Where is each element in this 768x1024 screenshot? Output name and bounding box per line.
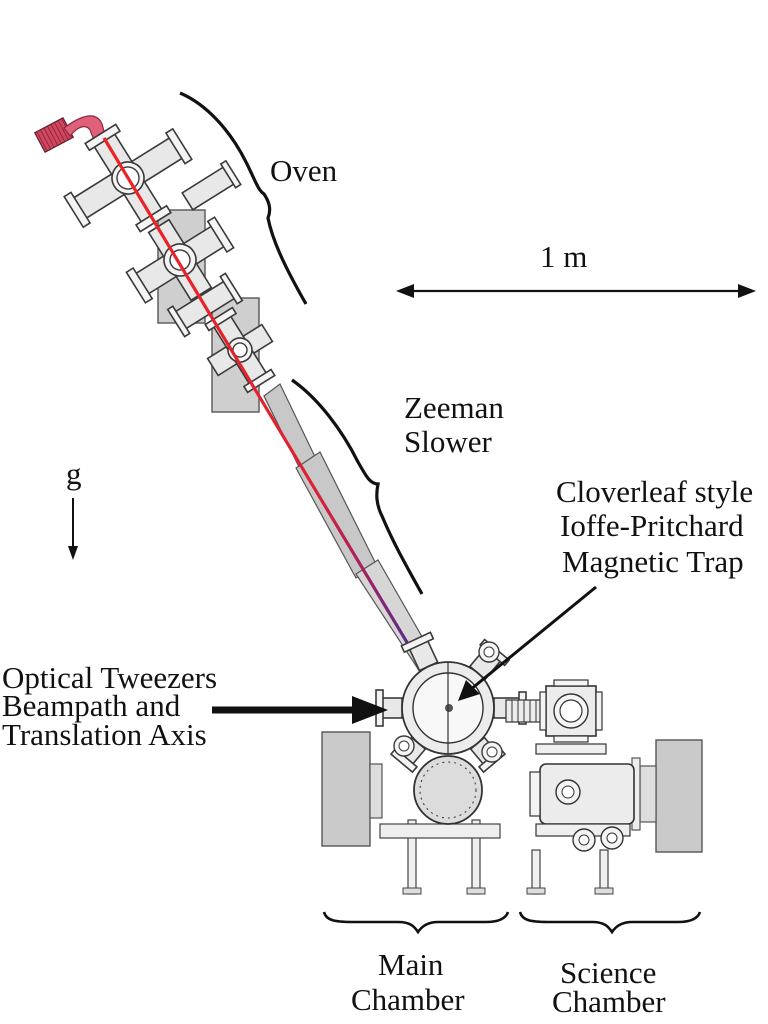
- science-chamber-body: [539, 763, 635, 825]
- scale-bar: [396, 284, 756, 298]
- main-chamber-foot-left: [402, 887, 422, 895]
- science-right-block: [655, 739, 703, 853]
- zeeman-label-line2: Slower: [404, 424, 493, 459]
- science-chamber-label-line1: Science: [560, 955, 656, 990]
- main-chamber-base-plate: [379, 823, 501, 839]
- oven-side-tube: [181, 159, 242, 211]
- main-chamber-foot-right: [466, 887, 486, 895]
- trap-label-line1: Cloverleaf style: [556, 474, 753, 509]
- oven-brace: [179, 91, 308, 305]
- zeeman-label-line1: Zeeman: [404, 390, 504, 425]
- oven-heater-coil: [33, 116, 75, 154]
- trap-center: [445, 704, 453, 712]
- oven-label: Oven: [270, 153, 338, 188]
- trap-label-line2: Ioffe-Pritchard: [560, 508, 744, 543]
- science-chamber-brace: [518, 911, 702, 935]
- oven-assembly: [33, 115, 276, 413]
- scale-label: 1 m: [540, 239, 587, 274]
- trap-pointer-arrow: [458, 585, 597, 701]
- tweezers-label-line1: Optical Tweezers: [2, 660, 217, 695]
- tweezers-label-line2: Beampath and: [2, 688, 181, 723]
- science-chamber-label-line2: Chamber: [552, 984, 666, 1019]
- tweezers-label-line3: Translation Axis: [2, 717, 207, 752]
- science-chamber: [526, 679, 703, 895]
- main-chamber-lower-flange: [413, 755, 483, 825]
- gravity-label: g: [66, 456, 82, 491]
- main-chamber-brace: [322, 911, 510, 935]
- main-chamber: [321, 631, 545, 895]
- science-leg-right: [599, 849, 609, 895]
- zeeman-brace: [291, 378, 424, 595]
- main-chamber-left-block: [321, 731, 371, 847]
- main-chamber-left-collar: [369, 763, 383, 819]
- main-chamber-label-line2: Chamber: [351, 982, 465, 1017]
- main-chamber-label-line1: Main: [378, 947, 444, 982]
- trap-label-line3: Magnetic Trap: [562, 544, 744, 579]
- science-leg-left: [531, 849, 541, 895]
- atomic-beam-path: [102, 137, 440, 695]
- gravity-arrow: [68, 498, 78, 560]
- tweezers-arrow: [212, 696, 388, 724]
